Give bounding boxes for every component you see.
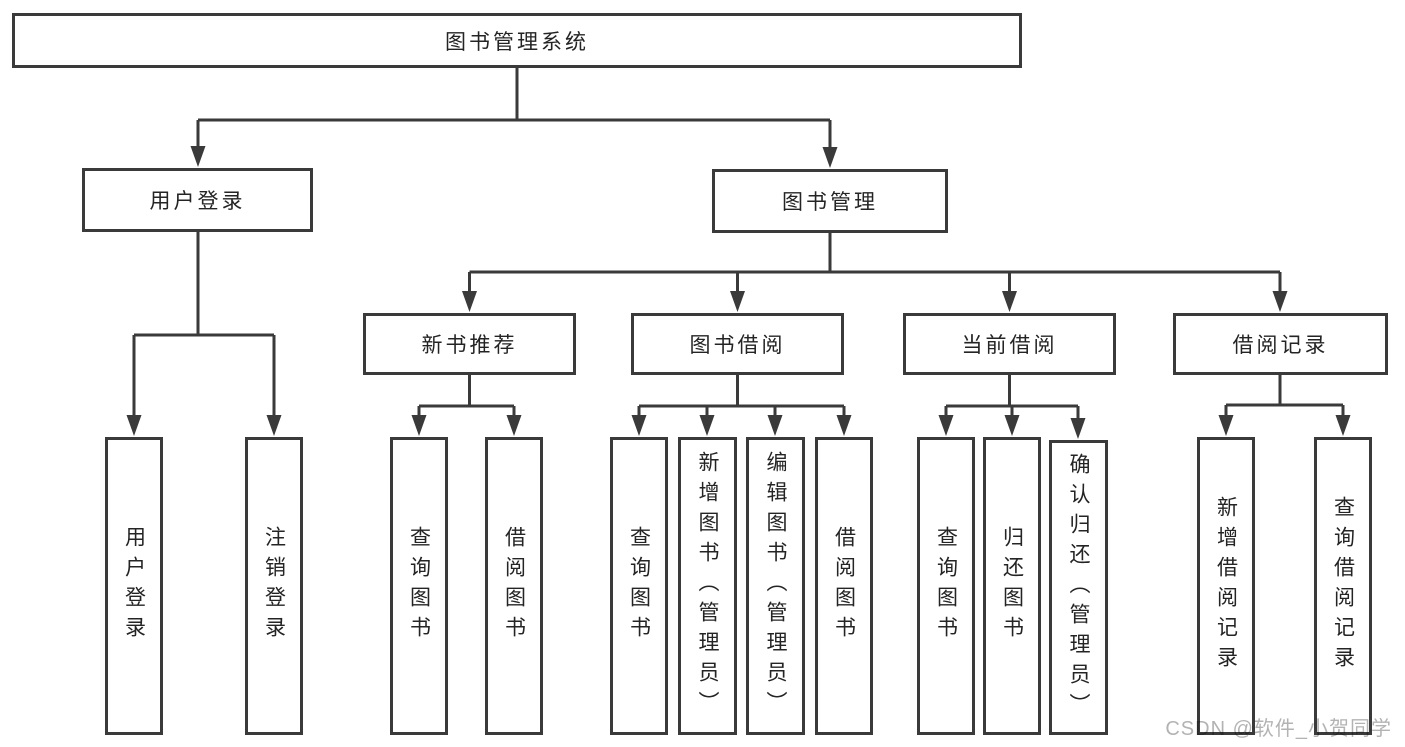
leaf-borrow-books-recommend: 借阅图书	[485, 437, 543, 735]
connector-borrowing-records-to-leaves	[1218, 375, 1351, 436]
arrowhead-down-icon	[1002, 291, 1017, 312]
leaf-query-books-borrowing: 查询图书	[610, 437, 668, 735]
node-book-management: 图书管理	[712, 169, 948, 233]
node-book-borrowing: 图书借阅	[631, 313, 844, 375]
arrowhead-down-icon	[836, 415, 852, 436]
arrowhead-down-icon	[1218, 415, 1234, 436]
node-current-borrowing: 当前借阅	[903, 313, 1116, 375]
leaf-user-login: 用户登录	[105, 437, 163, 735]
arrowhead-down-icon	[411, 415, 427, 436]
leaf-return-books: 归还图书	[983, 437, 1041, 735]
arrowhead-down-icon	[1272, 291, 1288, 312]
leaf-logout: 注销登录	[245, 437, 303, 735]
node-new-book-recommend: 新书推荐	[363, 313, 576, 375]
connector-book-management-to-level3	[462, 233, 1288, 312]
leaf-add-books-admin: 新增图书（管理员）	[678, 437, 737, 735]
node-library-management-system: 图书管理系统	[12, 13, 1022, 68]
arrowhead-down-icon	[190, 146, 206, 167]
connector-book-borrowing-to-leaves	[631, 375, 852, 436]
leaf-confirm-return-admin: 确认归还（管理员）	[1049, 440, 1108, 735]
arrowhead-down-icon	[730, 291, 745, 312]
leaf-borrow-books: 借阅图书	[815, 437, 873, 735]
arrowhead-down-icon	[631, 415, 647, 436]
arrowhead-down-icon	[1070, 418, 1086, 439]
arrowhead-down-icon	[266, 415, 282, 436]
arrowhead-down-icon	[1335, 415, 1351, 436]
leaf-add-borrow-record: 新增借阅记录	[1197, 437, 1255, 735]
leaf-edit-books-admin: 编辑图书（管理员）	[746, 437, 805, 735]
leaf-query-borrow-record: 查询借阅记录	[1314, 437, 1372, 735]
arrowhead-down-icon	[1004, 415, 1020, 436]
arrowhead-down-icon	[126, 415, 142, 436]
arrowhead-down-icon	[506, 415, 522, 436]
arrowhead-down-icon	[699, 415, 715, 436]
arrowhead-down-icon	[938, 415, 954, 436]
leaf-query-books-recommend: 查询图书	[390, 437, 448, 735]
node-user-login: 用户登录	[82, 168, 313, 232]
connector-current-borrowing-to-leaves	[938, 375, 1086, 439]
csdn-watermark: CSDN @软件_小贺同学	[1165, 718, 1392, 740]
connector-new-book-recommend-to-leaves	[411, 375, 522, 436]
arrowhead-down-icon	[767, 415, 783, 436]
connector-user-login-to-leaves	[126, 232, 282, 436]
leaf-query-books-current: 查询图书	[917, 437, 975, 735]
connector-root-to-level2	[190, 68, 838, 168]
arrowhead-down-icon	[822, 147, 838, 168]
arrowhead-down-icon	[462, 291, 477, 312]
node-borrowing-records: 借阅记录	[1173, 313, 1388, 375]
